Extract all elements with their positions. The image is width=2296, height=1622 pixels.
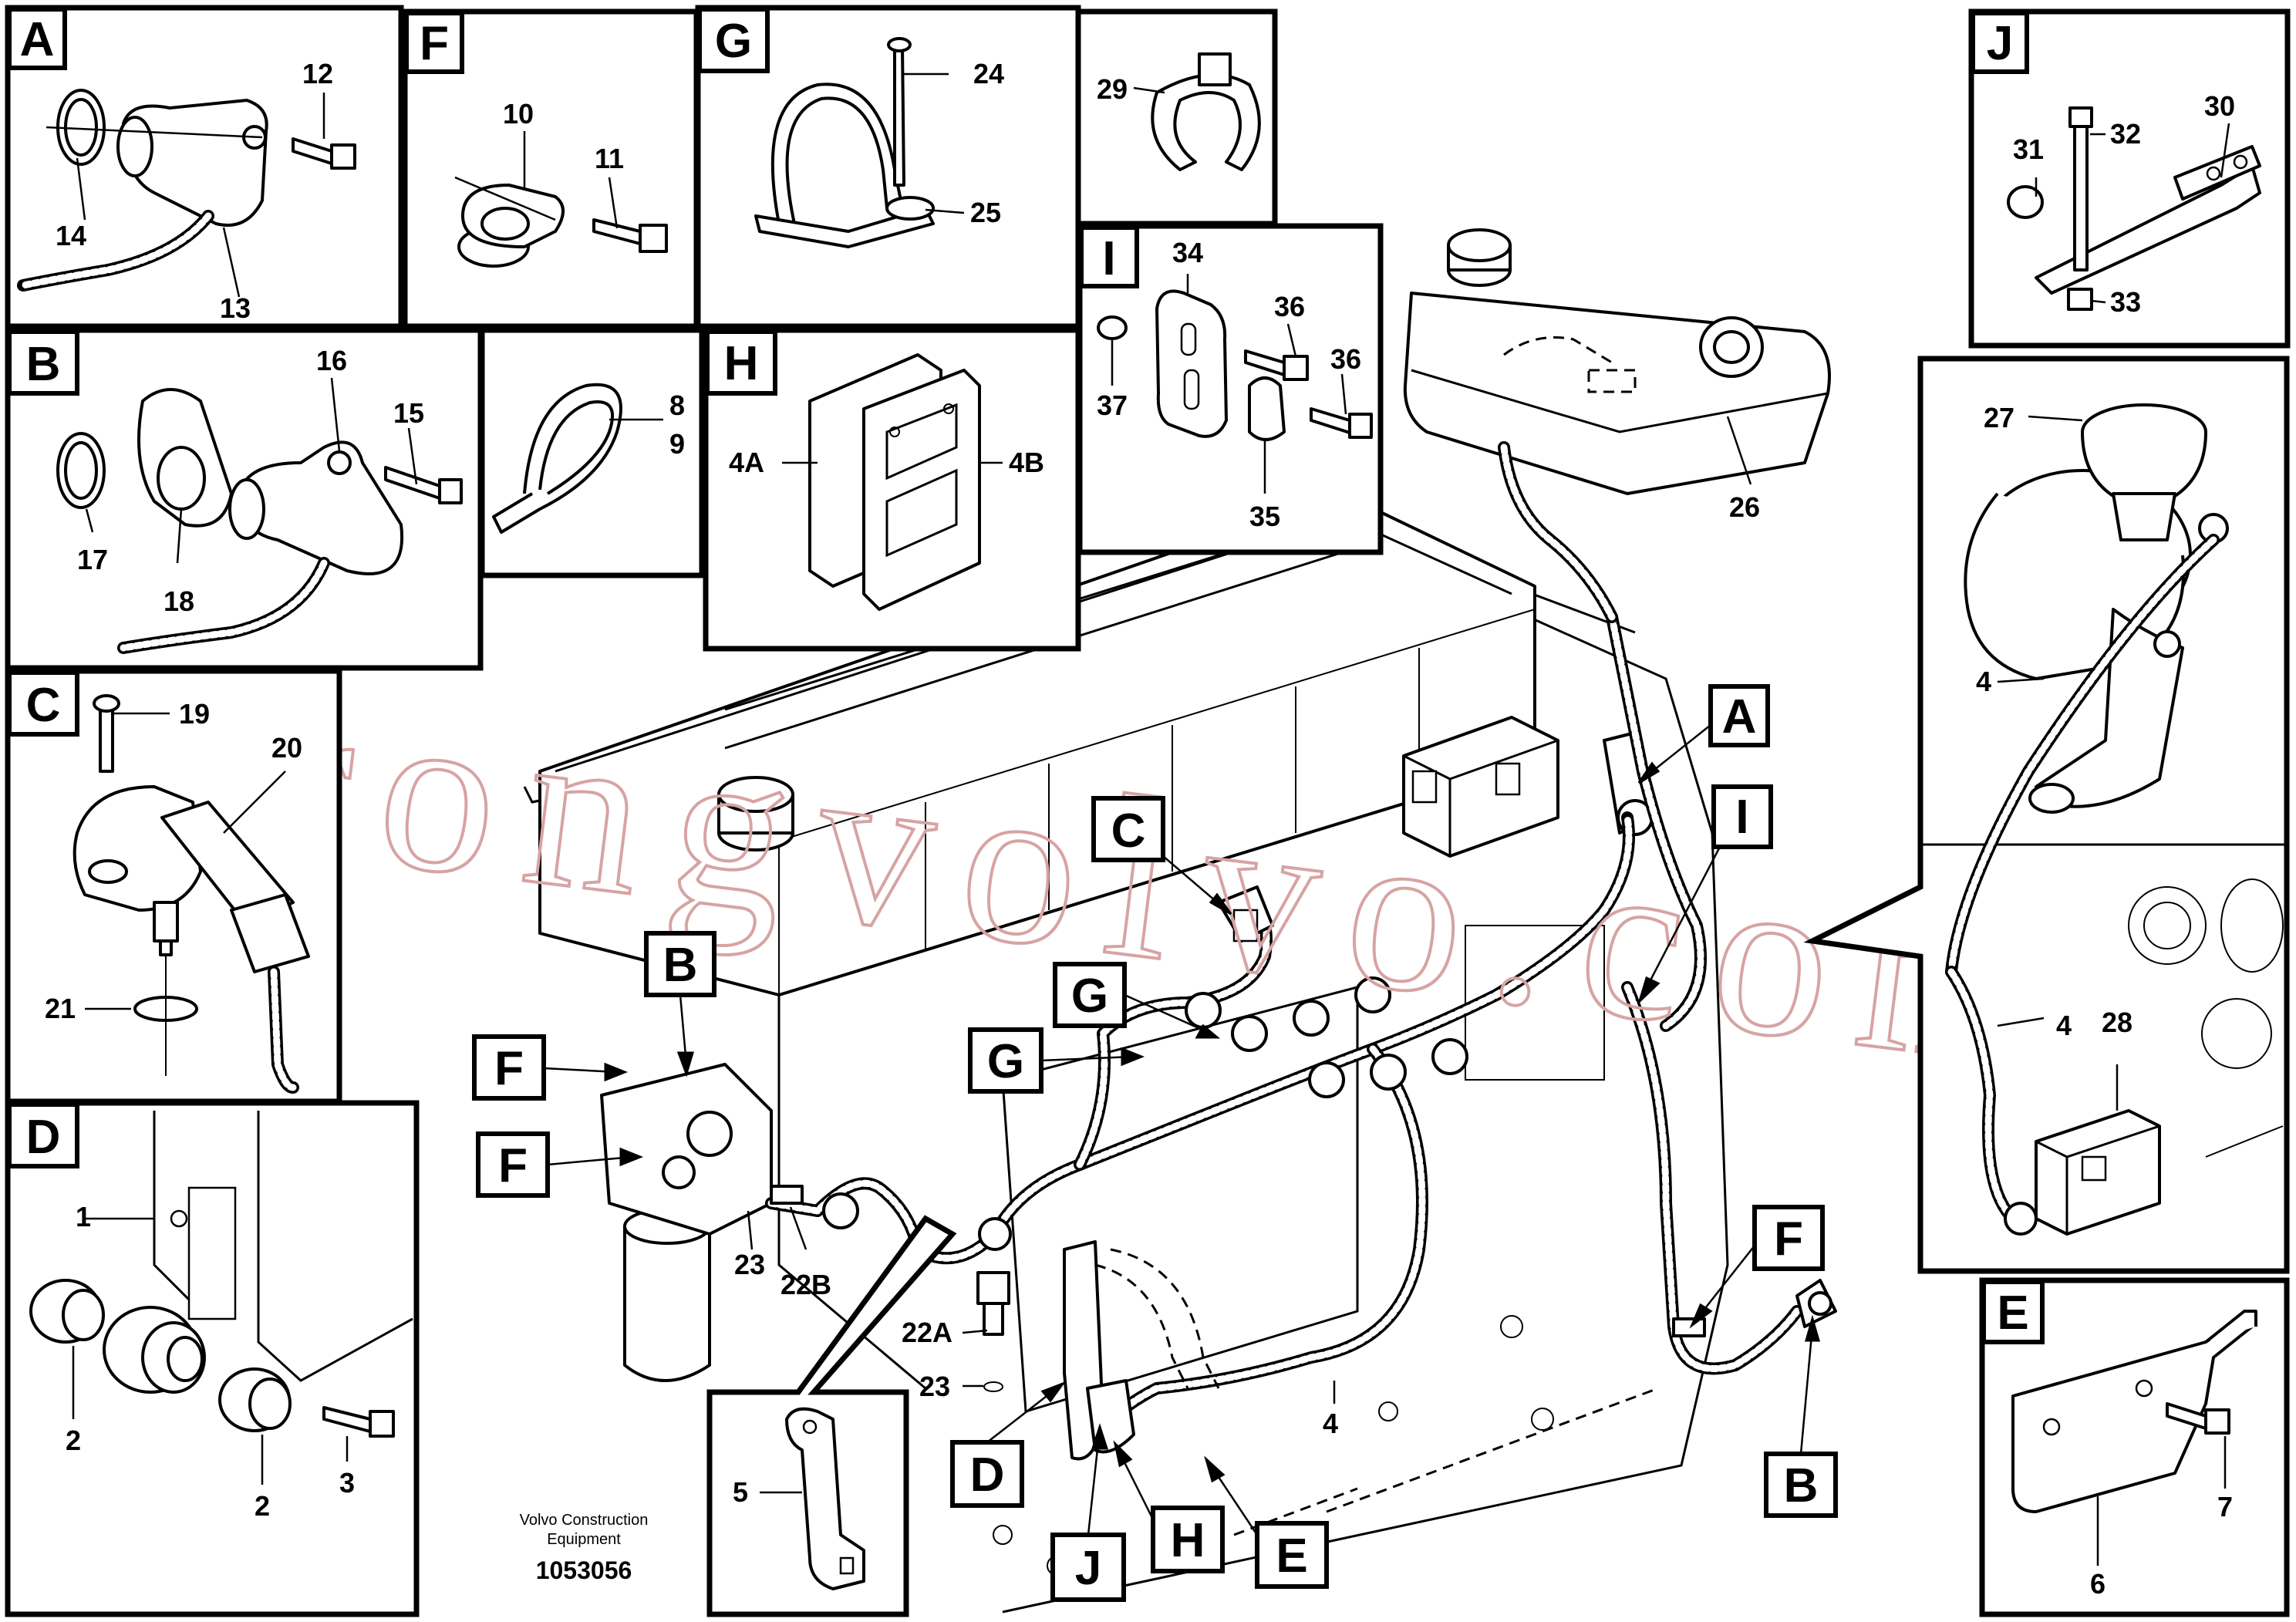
label-31: 31 <box>2013 133 2044 165</box>
label-30: 30 <box>2204 90 2235 122</box>
label-34: 34 <box>1172 237 1203 268</box>
label-20: 20 <box>271 732 302 764</box>
panel-a: A 12 13 14 <box>5 5 404 329</box>
label-25: 25 <box>970 197 1001 228</box>
panel-b: B 16 15 17 18 <box>5 327 484 671</box>
label-35: 35 <box>1249 501 1280 532</box>
label-24: 24 <box>973 58 1004 89</box>
panel-bracket-5: 5 <box>706 1215 957 1617</box>
label-8: 8 <box>669 389 685 421</box>
label-23-upper: 23 <box>734 1249 765 1280</box>
label-17: 17 <box>77 544 108 575</box>
panel-c: C 19 20 21 <box>5 668 342 1104</box>
label-27: 27 <box>1984 402 2014 433</box>
label-28: 28 <box>2102 1007 2132 1038</box>
label-12: 12 <box>302 58 333 89</box>
company-name-line2: Equipment <box>547 1531 621 1548</box>
label-3: 3 <box>339 1467 355 1499</box>
callout-a: A <box>1722 690 1757 744</box>
callout-d: D <box>970 1448 1005 1502</box>
panel-h: H 4A 4B <box>703 327 1081 652</box>
callout-b-right: B <box>1784 1459 1819 1512</box>
callout-e: E <box>1276 1529 1307 1583</box>
panel-cable-tie: 8 9 <box>479 327 705 578</box>
panel-letter: F <box>420 17 449 70</box>
label-36-upper: 36 <box>1274 291 1305 322</box>
panel-d: D 1 2 2 3 <box>5 1100 420 1617</box>
panel-letter: J <box>1987 17 2013 70</box>
callout-g-lower: G <box>987 1035 1024 1088</box>
label-9: 9 <box>669 428 685 460</box>
label-5: 5 <box>733 1476 748 1508</box>
label-23-lower: 23 <box>919 1371 950 1402</box>
label-22b: 22B <box>781 1269 831 1300</box>
panel-air-filter: 27 4 4 28 <box>1803 356 2290 1274</box>
panel-letter: G <box>715 15 752 68</box>
panel-clip-29: 29 <box>1075 8 1278 227</box>
label-21: 21 <box>45 993 76 1024</box>
label-6: 6 <box>2090 1568 2106 1600</box>
label-22a: 22A <box>902 1317 952 1348</box>
label-14: 14 <box>56 220 86 251</box>
callout-h: H <box>1171 1514 1205 1567</box>
panel-f: F 10 11 <box>402 8 700 329</box>
panel-i: I 34 36 36 37 35 <box>1077 223 1384 555</box>
panel-letter: I <box>1102 232 1115 285</box>
label-15: 15 <box>393 397 424 429</box>
callout-f-lower: F <box>498 1139 528 1192</box>
label-2-left: 2 <box>66 1425 81 1456</box>
label-29: 29 <box>1097 73 1128 105</box>
label-36-lower: 36 <box>1330 343 1361 375</box>
label-1: 1 <box>76 1201 91 1233</box>
panel-letter: B <box>26 338 61 391</box>
label-4-upper: 4 <box>1976 666 1991 697</box>
panel-letter: H <box>724 337 759 390</box>
footer: Volvo Construction Equipment 1053056 <box>520 1512 649 1584</box>
callout-i: I <box>1735 791 1748 844</box>
company-name-line1: Volvo Construction <box>520 1512 649 1529</box>
main-engine-view <box>523 228 1837 1614</box>
label-4b: 4B <box>1009 447 1044 478</box>
label-19: 19 <box>179 698 210 730</box>
main-view-labels: 26 23 22B 22A 23 4 <box>734 416 1760 1439</box>
label-4-main: 4 <box>1323 1408 1338 1439</box>
panel-letter: C <box>26 679 61 732</box>
document-number: 1053056 <box>536 1556 632 1584</box>
label-4a: 4A <box>729 447 764 478</box>
label-18: 18 <box>164 585 194 617</box>
panel-letter: A <box>20 13 55 66</box>
label-16: 16 <box>316 345 347 376</box>
label-33: 33 <box>2110 286 2141 318</box>
panel-letter: D <box>26 1111 61 1164</box>
label-11: 11 <box>595 143 624 174</box>
label-2-right: 2 <box>255 1490 270 1522</box>
callout-j: J <box>1075 1542 1101 1595</box>
panel-e: E 7 6 <box>1979 1277 2290 1617</box>
label-10: 10 <box>503 98 534 130</box>
panel-j: J 30 31 32 33 <box>1968 8 2291 349</box>
panel-g: G 24 25 <box>695 5 1081 329</box>
callout-g-upper: G <box>1071 969 1108 1023</box>
label-26: 26 <box>1729 491 1760 523</box>
panel-letter: E <box>1997 1286 2028 1340</box>
callout-f-right: F <box>1774 1212 1803 1266</box>
callout-b-left: B <box>663 939 698 992</box>
main-view-callouts: A I C B F F G G <box>472 684 1838 1602</box>
label-37: 37 <box>1097 389 1128 421</box>
label-32: 32 <box>2110 118 2141 150</box>
callout-f-upper: F <box>494 1042 524 1095</box>
callout-c: C <box>1111 804 1146 858</box>
label-7: 7 <box>2217 1491 2233 1523</box>
label-13: 13 <box>220 292 251 324</box>
label-4-lower: 4 <box>2056 1010 2072 1041</box>
